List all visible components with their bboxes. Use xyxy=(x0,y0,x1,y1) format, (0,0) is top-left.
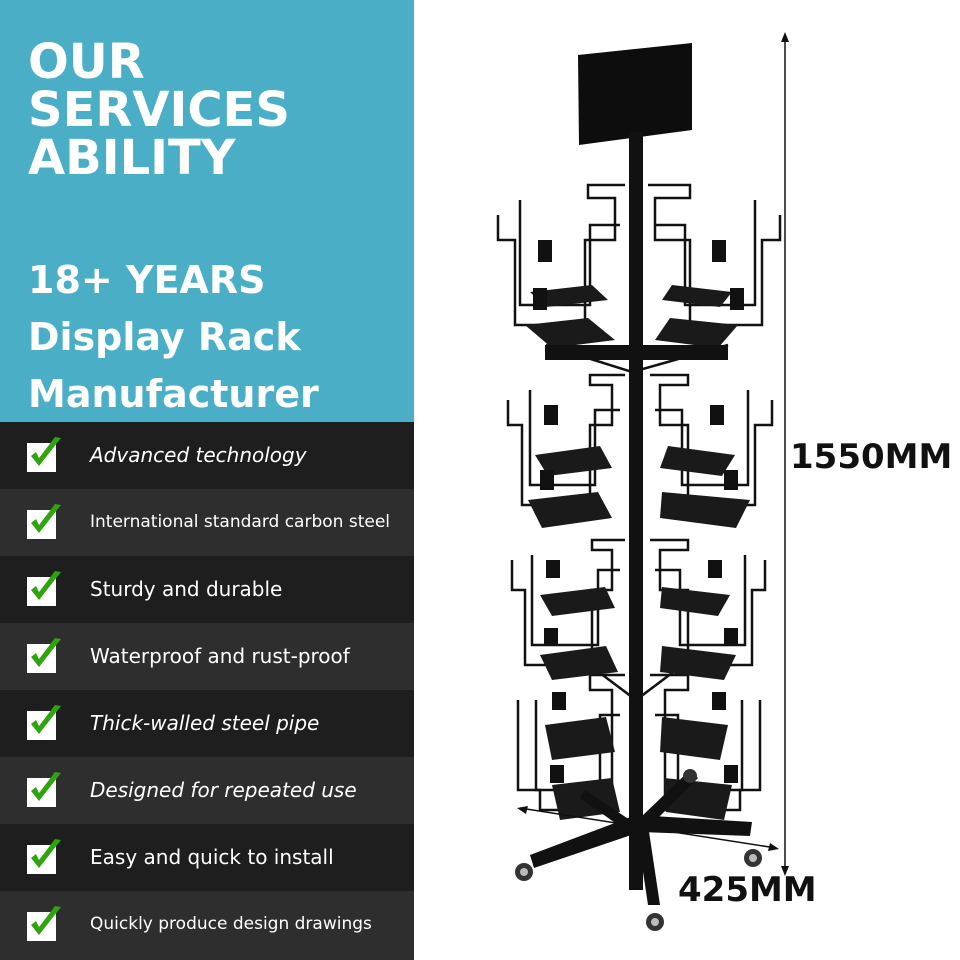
feature-label: Sturdy and durable xyxy=(90,577,283,601)
hero-panel: OUR SERVICES ABILITY 18+ YEARS Display R… xyxy=(0,0,414,422)
height-dimension-label: 1550MM xyxy=(790,437,953,477)
feature-label: Waterproof and rust-proof xyxy=(90,644,350,668)
feature-label: Thick-walled steel pipe xyxy=(90,711,320,735)
dimension-lines xyxy=(517,32,789,876)
feature-item: Designed for repeated use xyxy=(0,757,414,824)
feature-label: Advanced technology xyxy=(90,443,307,467)
check-icon xyxy=(27,437,61,472)
check-icon xyxy=(27,638,61,673)
feature-label: Easy and quick to install xyxy=(90,845,334,869)
display-rack-image xyxy=(496,32,789,931)
check-icon xyxy=(27,839,61,874)
feature-item: International standard carbon steel xyxy=(0,489,414,556)
hero-title-line: ABILITY xyxy=(28,130,236,186)
feature-item: Waterproof and rust-proof xyxy=(0,623,414,690)
feature-item: Easy and quick to install xyxy=(0,824,414,891)
check-icon xyxy=(27,705,61,740)
hero-subtitle-line: Display Rack xyxy=(28,315,301,359)
width-dimension-label: 425MM xyxy=(678,870,817,910)
rack-tabs xyxy=(533,240,744,783)
feature-item: Quickly produce design drawings xyxy=(0,891,414,960)
feature-item: Thick-walled steel pipe xyxy=(0,690,414,757)
check-icon xyxy=(27,571,61,606)
feature-list: Advanced technology International standa… xyxy=(0,422,414,960)
hero-subtitle: 18+ YEARS Display Rack Manufacturer xyxy=(28,252,319,423)
hero-title: OUR SERVICES ABILITY xyxy=(28,38,290,182)
feature-label: Designed for repeated use xyxy=(90,778,357,802)
rack-shelves xyxy=(525,285,750,820)
hero-title-line: OUR xyxy=(28,34,145,90)
hero-subtitle-line: 18+ YEARS xyxy=(28,258,266,302)
hero-subtitle-line: Manufacturer xyxy=(28,372,319,416)
check-icon xyxy=(27,906,61,941)
check-icon xyxy=(27,504,61,539)
feature-item: Sturdy and durable xyxy=(0,556,414,623)
hero-title-line: SERVICES xyxy=(28,82,290,138)
rack-sign-board xyxy=(578,43,692,145)
check-icon xyxy=(27,772,61,807)
feature-item: Advanced technology xyxy=(0,422,414,489)
feature-label: International standard carbon steel xyxy=(90,512,390,532)
feature-label: Quickly produce design drawings xyxy=(90,914,372,934)
